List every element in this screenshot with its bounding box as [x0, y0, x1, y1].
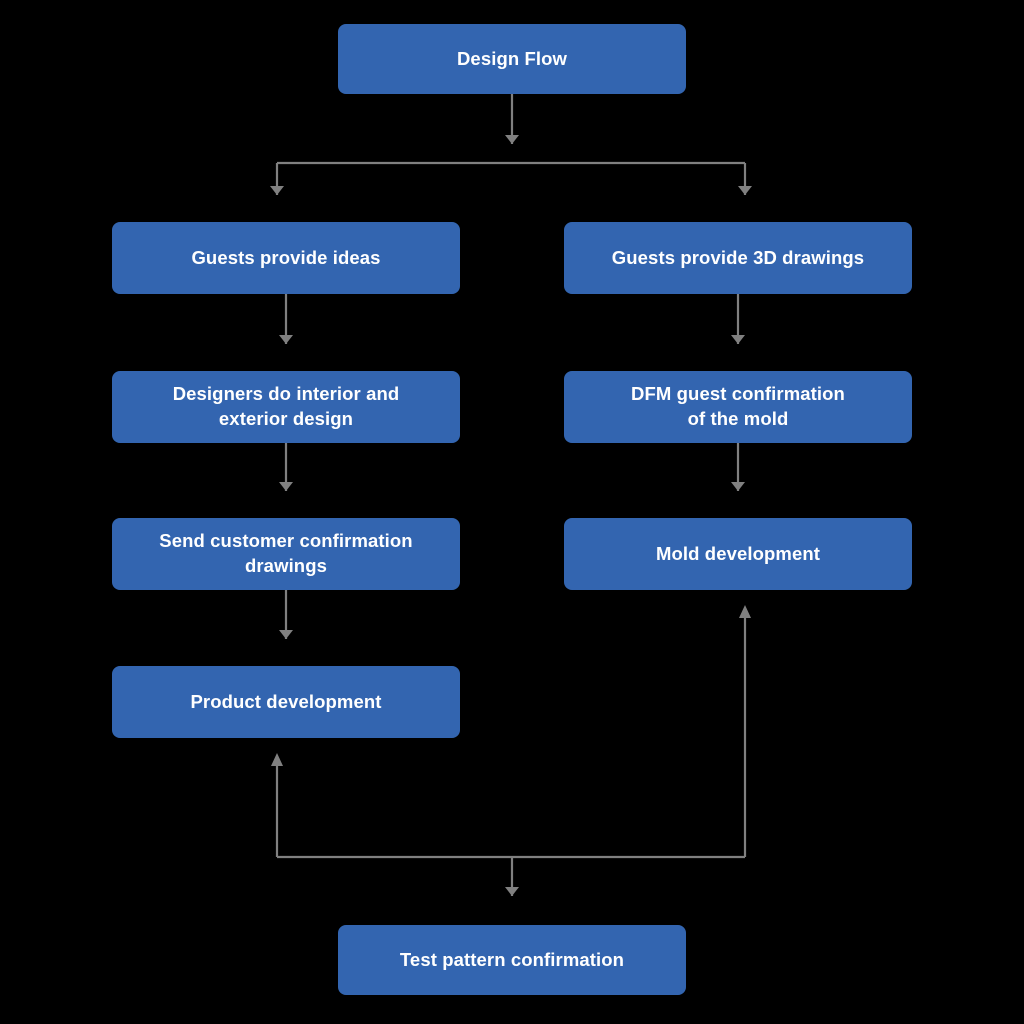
node-guests-provide-ideas[interactable]: Guests provide ideas	[112, 222, 460, 294]
node-design-flow[interactable]: Design Flow	[338, 24, 686, 94]
node-designers-do-interior-and-exterior-design[interactable]: Designers do interior and exterior desig…	[112, 371, 460, 443]
node-dfm-guest-confirmation-of-the-mold[interactable]: DFM guest confirmation of the mold	[564, 371, 912, 443]
node-label: Send customer confirmation drawings	[159, 530, 413, 576]
node-label: Guests provide 3D drawings	[611, 246, 865, 268]
node-label: DFM guest confirmation of the mold	[631, 383, 845, 429]
node-label: Mold development	[656, 542, 820, 564]
node-product-development[interactable]: Product development	[112, 666, 460, 738]
node-test-pattern-confirmation[interactable]: Test pattern confirmation	[338, 925, 686, 995]
node-guests-provide-3d-drawings[interactable]: Guests provide 3D drawings	[564, 222, 912, 294]
node-label: Product development	[190, 690, 382, 712]
node-send-customer-confirmation-drawings[interactable]: Send customer confirmation drawings	[112, 518, 460, 590]
node-label: Test pattern confirmation	[399, 948, 625, 970]
node-label: Design Flow	[456, 47, 568, 69]
node-label: Designers do interior and exterior desig…	[172, 383, 400, 429]
node-label: Guests provide ideas	[191, 246, 381, 268]
node-mold-development[interactable]: Mold development	[564, 518, 912, 590]
